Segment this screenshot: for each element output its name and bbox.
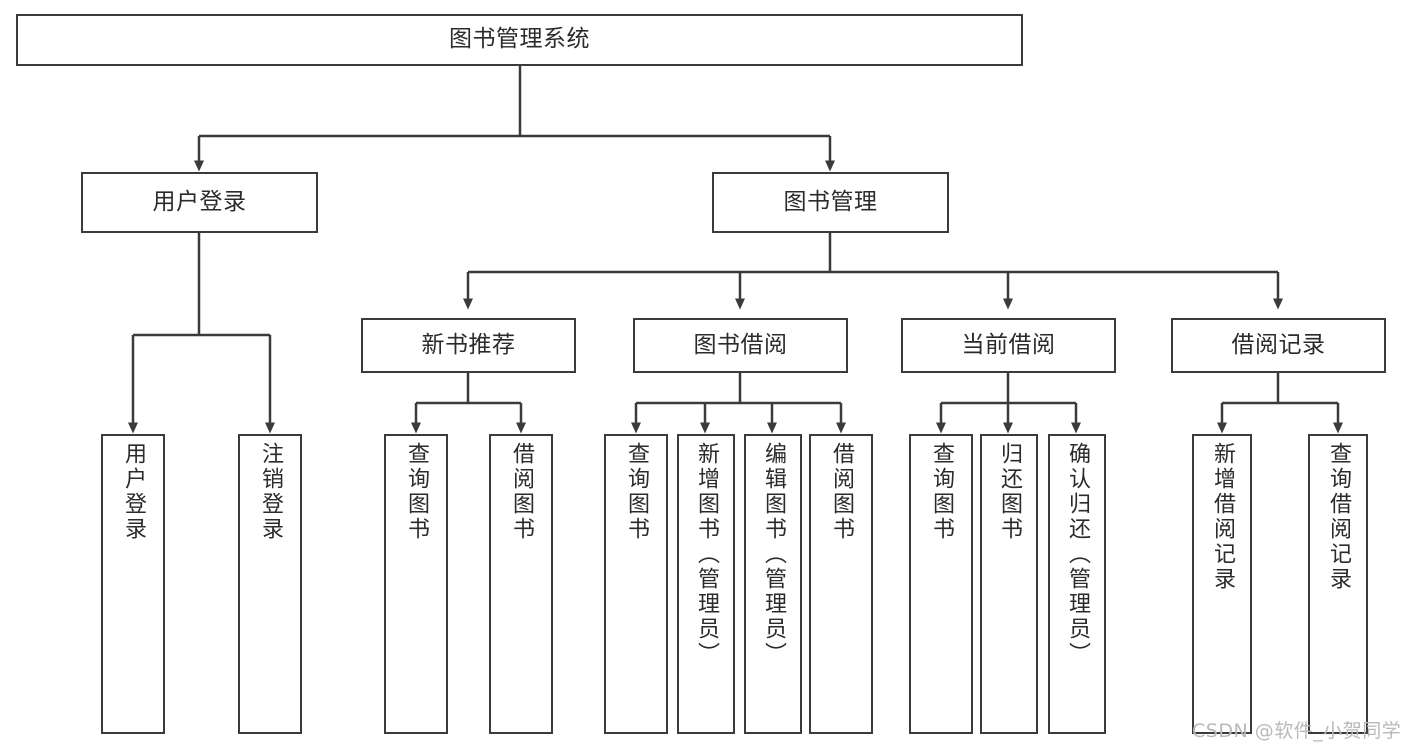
node-root[interactable]: 图书管理系统: [16, 14, 1023, 66]
node-leaf-user-logout-label: 注销登录: [258, 442, 283, 542]
node-borrow-record-label: 借阅记录: [1231, 331, 1326, 358]
node-user-login[interactable]: 用户登录: [81, 172, 318, 233]
node-leaf-query-book-3-label: 查询图书: [929, 442, 954, 542]
node-root-label: 图书管理系统: [449, 26, 590, 53]
node-new-book-recommend-label: 新书推荐: [421, 331, 516, 358]
node-leaf-query-book-2[interactable]: 查询图书: [604, 434, 668, 734]
node-book-manage-label: 图书管理: [783, 188, 878, 215]
node-leaf-query-book-1[interactable]: 查询图书: [384, 434, 448, 734]
node-new-book-recommend[interactable]: 新书推荐: [361, 318, 576, 373]
node-leaf-query-record-label: 查询借阅记录: [1326, 442, 1351, 592]
node-current-borrow-label: 当前借阅: [961, 331, 1056, 358]
node-leaf-user-logout[interactable]: 注销登录: [238, 434, 302, 734]
node-leaf-return-book[interactable]: 归还图书: [980, 434, 1038, 734]
node-leaf-add-book-label: 新增图书（管理员）: [694, 442, 719, 667]
node-book-borrow[interactable]: 图书借阅: [633, 318, 848, 373]
node-current-borrow[interactable]: 当前借阅: [901, 318, 1116, 373]
node-user-login-label: 用户登录: [152, 188, 247, 215]
watermark: CSDN @软件_小贺同学: [1192, 720, 1402, 742]
node-leaf-query-book-3[interactable]: 查询图书: [909, 434, 973, 734]
node-leaf-borrow-book-2-label: 借阅图书: [829, 442, 854, 542]
node-leaf-confirm-return[interactable]: 确认归还（管理员）: [1048, 434, 1106, 734]
node-leaf-add-book[interactable]: 新增图书（管理员）: [677, 434, 735, 734]
node-leaf-query-book-2-label: 查询图书: [624, 442, 649, 542]
node-book-manage[interactable]: 图书管理: [712, 172, 949, 233]
node-leaf-query-record[interactable]: 查询借阅记录: [1308, 434, 1368, 734]
node-leaf-borrow-book-1[interactable]: 借阅图书: [489, 434, 553, 734]
node-leaf-edit-book-label: 编辑图书（管理员）: [761, 442, 786, 667]
node-leaf-borrow-book-2[interactable]: 借阅图书: [809, 434, 873, 734]
node-leaf-add-record-label: 新增借阅记录: [1210, 442, 1235, 592]
node-leaf-user-login-label: 用户登录: [121, 442, 146, 542]
node-book-borrow-label: 图书借阅: [693, 331, 788, 358]
node-leaf-borrow-book-1-label: 借阅图书: [509, 442, 534, 542]
node-leaf-return-book-label: 归还图书: [997, 442, 1022, 542]
node-leaf-add-record[interactable]: 新增借阅记录: [1192, 434, 1252, 734]
node-borrow-record[interactable]: 借阅记录: [1171, 318, 1386, 373]
node-leaf-user-login[interactable]: 用户登录: [101, 434, 165, 734]
node-leaf-confirm-return-label: 确认归还（管理员）: [1065, 442, 1090, 667]
node-leaf-query-book-1-label: 查询图书: [404, 442, 429, 542]
node-leaf-edit-book[interactable]: 编辑图书（管理员）: [744, 434, 802, 734]
